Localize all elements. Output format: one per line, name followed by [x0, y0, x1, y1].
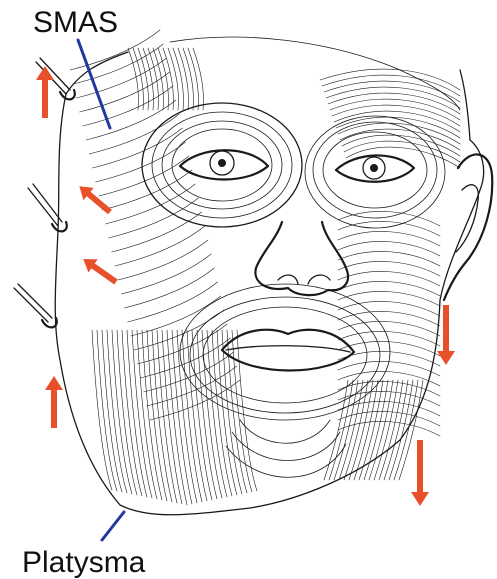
muscle-fiber-stroke: [124, 268, 214, 308]
muscle-fiber-stroke: [97, 330, 117, 491]
muscle-fiber-stroke: [338, 241, 440, 256]
muscle-fiber-stroke: [338, 231, 440, 246]
muscle-fiber-stroke: [197, 330, 217, 499]
right-arrow-group: [411, 305, 455, 506]
muscle-fiber-stroke: [118, 240, 208, 280]
orbicularis-oris: [180, 284, 390, 420]
retractor-hook-icon: [28, 184, 67, 231]
muscle-fiber-stroke: [338, 251, 440, 266]
muscle-fiber-stroke: [339, 380, 363, 480]
muscle-fiber-stroke: [232, 330, 252, 492]
muscle-fiber-stroke: [92, 128, 182, 168]
muscle-fiber-stroke: [207, 330, 227, 497]
muscle-fiber-stroke: [127, 330, 147, 497]
muscle-fiber-stroke: [394, 380, 418, 480]
platysma-pointer: [102, 512, 124, 540]
muscle-fiber-stroke: [374, 380, 398, 480]
muscle-fiber-stroke: [369, 380, 393, 480]
right-eye: [336, 155, 414, 181]
muscle-fiber-stroke: [115, 226, 205, 266]
smas-label: SMAS: [33, 8, 118, 38]
platysma-label: Platysma: [22, 548, 145, 578]
muscle-fiber-stroke: [338, 311, 440, 326]
ear: [444, 154, 492, 300]
muscle-fiber-stroke: [389, 380, 413, 480]
muscle-fiber-stroke: [128, 282, 218, 322]
muscle-fiber-stroke: [328, 93, 460, 114]
muscle-fiber-stroke: [92, 330, 112, 490]
muscle-fiber-hatching: [70, 30, 460, 505]
arrow-icon: [36, 66, 54, 118]
muscle-fiber-stroke: [112, 330, 132, 494]
right-orbicularis-oculi: [305, 116, 445, 228]
muscle-fiber-stroke: [128, 48, 139, 110]
muscle-fiber-stroke: [359, 380, 383, 480]
muscle-fiber-stroke: [102, 330, 122, 492]
muscle-fiber-stroke: [112, 212, 202, 252]
muscle-fiber-stroke: [329, 380, 353, 480]
left-eye: [180, 150, 268, 179]
muscle-fiber-stroke: [332, 105, 460, 126]
muscle-fiber-stroke: [122, 330, 142, 496]
muscle-fiber-stroke: [147, 366, 237, 406]
muscle-fiber-stroke: [338, 271, 440, 286]
muscle-fiber-stroke: [121, 254, 211, 294]
muscle-fiber-stroke: [338, 261, 440, 276]
smas-pointer: [78, 40, 110, 128]
muscle-fiber-stroke: [384, 380, 408, 480]
lips: [222, 330, 354, 371]
muscle-fiber-stroke: [379, 380, 403, 480]
muscle-fiber-stroke: [102, 170, 192, 210]
muscle-fiber-stroke: [338, 281, 440, 296]
nose: [255, 222, 348, 295]
arrow-icon: [411, 440, 429, 506]
muscle-fiber-stroke: [108, 198, 198, 238]
retractor-hook-icon: [14, 284, 57, 327]
arrow-icon: [74, 180, 115, 218]
muscle-fiber-stroke: [89, 114, 179, 154]
muscle-fiber-stroke: [338, 411, 440, 426]
muscle-fiber-stroke: [338, 291, 440, 306]
muscle-fiber-stroke: [117, 330, 137, 495]
muscle-fiber-stroke: [192, 330, 212, 500]
muscle-fiber-stroke: [105, 184, 195, 224]
muscle-fiber-stroke: [182, 330, 202, 502]
muscle-fiber-stroke: [326, 87, 460, 108]
muscle-fiber-stroke: [107, 330, 127, 493]
muscle-fiber-stroke: [338, 301, 440, 316]
muscle-fiber-stroke: [132, 330, 152, 498]
muscle-fiber-stroke: [237, 330, 257, 491]
muscle-fiber-stroke: [338, 221, 440, 236]
muscle-fiber-stroke: [338, 211, 440, 226]
muscle-fiber-stroke: [338, 371, 440, 386]
arrow-icon: [79, 253, 121, 289]
arrow-icon: [45, 376, 63, 428]
muscle-fiber-stroke: [222, 330, 242, 494]
muscle-fiber-stroke: [137, 330, 157, 499]
muscle-fiber-stroke: [86, 100, 176, 140]
muscle-fiber-stroke: [338, 361, 440, 376]
chin: [226, 420, 346, 477]
muscle-fiber-stroke: [134, 310, 224, 350]
muscle-fiber-stroke: [330, 99, 460, 120]
muscle-fiber-stroke: [364, 380, 388, 480]
muscle-fiber-stroke: [202, 330, 222, 498]
